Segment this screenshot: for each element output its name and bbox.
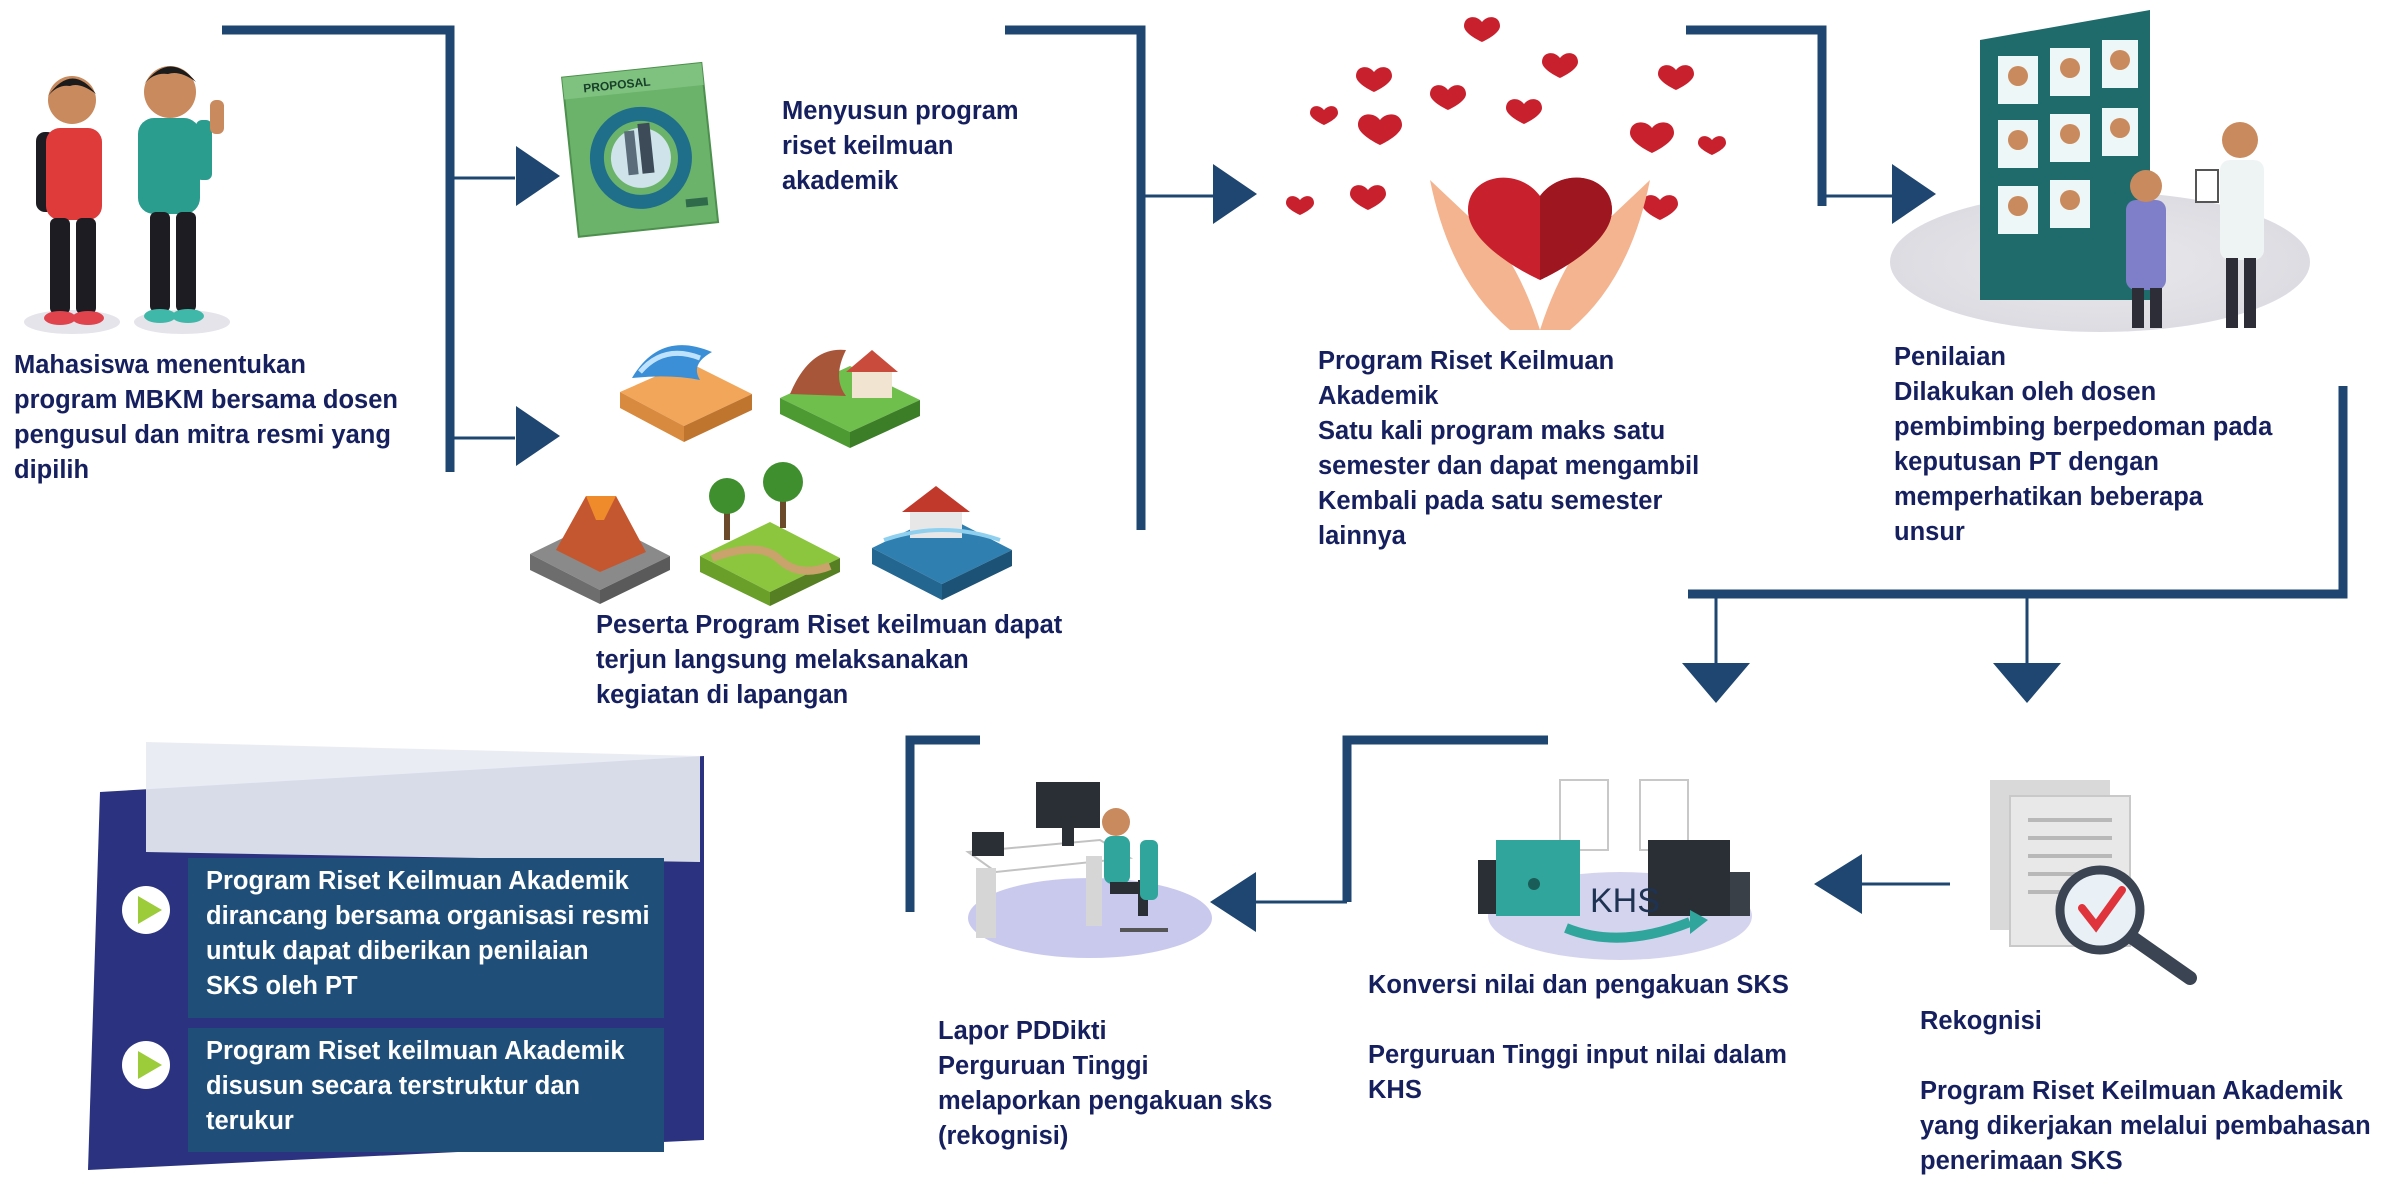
connector-3 [1686,25,1892,206]
summary-card-2 [188,1028,664,1152]
summary-card-1 [188,858,664,1018]
step-rekognisi-desc: Program Riset Keilmuan Akademik yang dik… [1920,1077,2371,1175]
field-research-illustration [530,345,1012,606]
hands-heart-illustration [1286,17,1726,330]
computer-desk-illustration [965,782,1212,958]
connector-6 [1256,735,1548,904]
step-peserta: Peserta Program Riset keilmuan dapat ter… [596,611,1063,709]
arrow-left-icon [1814,854,1862,914]
arrow-left-icon [1210,872,1256,932]
connector-1 [222,25,515,472]
proposal-document-icon: PROPOSAL [561,61,720,238]
arrow-right-icon [516,146,560,206]
video-call-board-illustration [1890,10,2310,332]
step-konversi-title: Konversi nilai dan pengakuan SKS [1368,971,1789,999]
document-search-icon [1990,780,2197,985]
khs-folders-illustration: KHS [1478,779,1752,960]
arrow-right-icon [516,406,560,466]
students-illustration [24,66,230,334]
connector-7 [905,735,980,912]
arrow-down-icon [1993,663,2061,703]
step-menyusun: Menyusun program riset keilmuan akademik [782,97,1019,195]
play-icon [122,886,170,934]
step-mahasiswa: Mahasiswa menentukan program MBKM bersam… [14,351,398,484]
step-program: Program Riset Keilmuan Akademik Satu kal… [1318,347,1700,550]
step-konversi-desc: Perguruan Tinggi input nilai dalam KHS [1368,1041,1787,1104]
arrow-down-icon [1682,663,1750,703]
arrow-right-icon [1213,164,1257,224]
summary-text-1: Program Riset Keilmuan Akademik dirancan… [206,867,650,1000]
connector-2 [1005,25,1213,530]
arrow-right-icon [1892,164,1936,224]
connector-4 [1688,386,2348,665]
khs-label: KHS [1590,882,1660,920]
step-rekognisi-title: Rekognisi [1920,1007,2042,1035]
play-icon [122,1041,170,1089]
step-lapor: Lapor PDDikti Perguruan Tinggi melaporka… [938,1017,1273,1150]
step-penilaian: Penilaian Dilakukan oleh dosen pembimbin… [1894,343,2273,546]
summary-text-2: Program Riset keilmuan Akademik disusun … [206,1037,625,1135]
